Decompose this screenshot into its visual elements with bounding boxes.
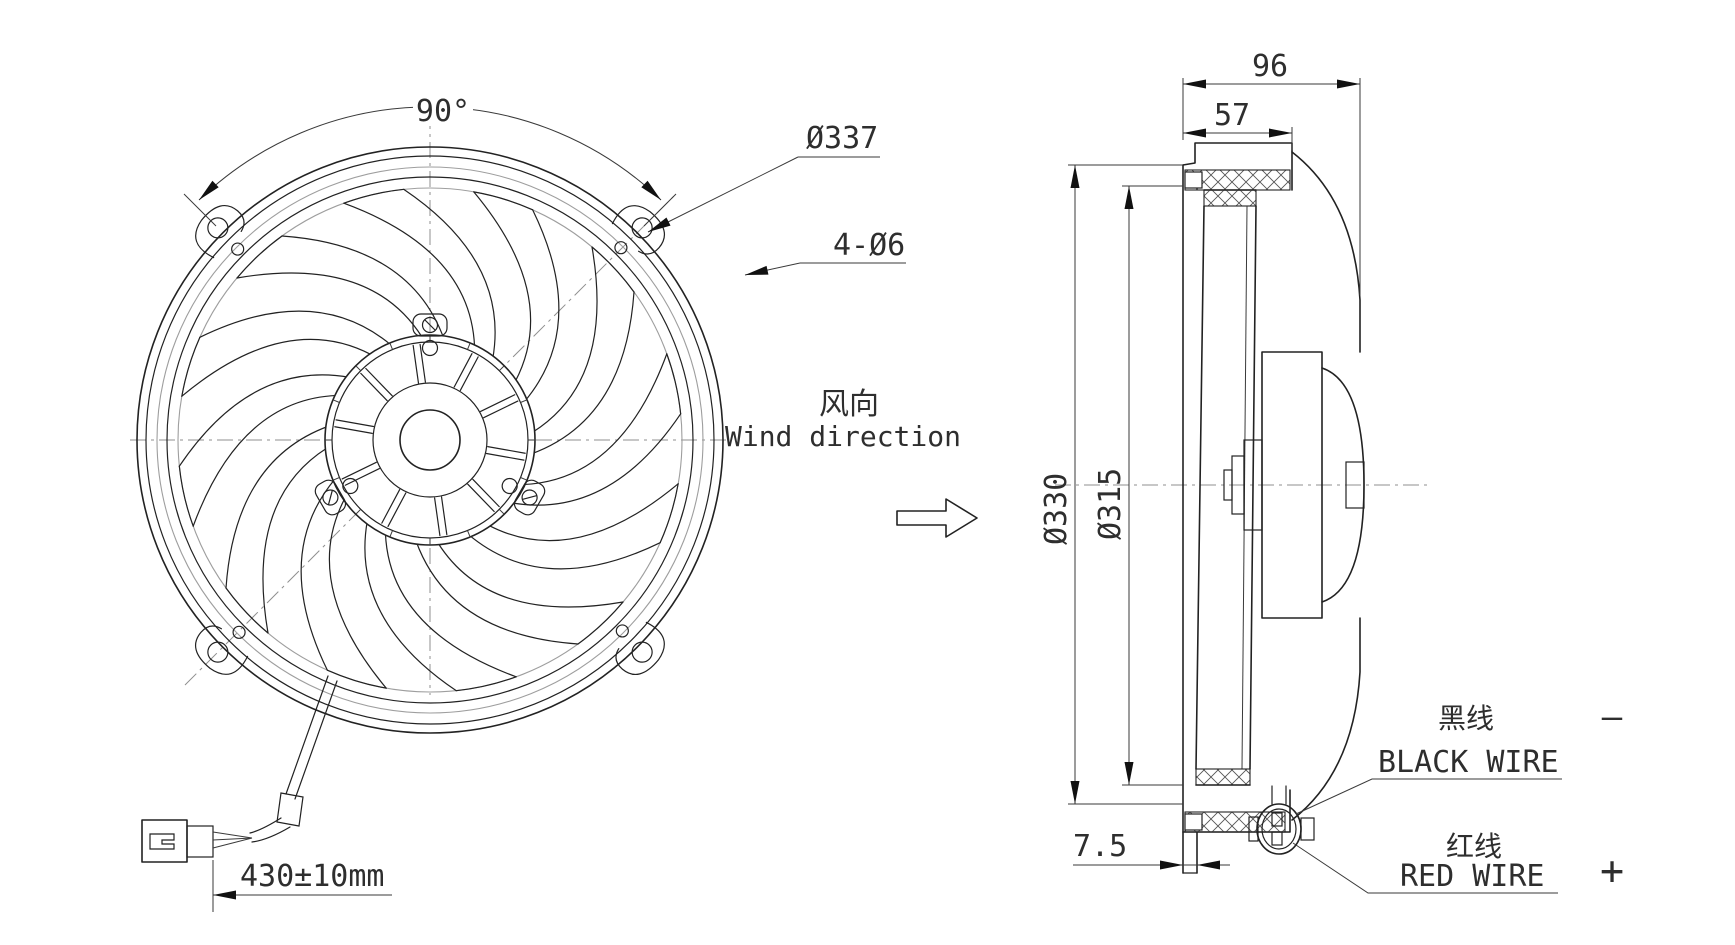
side-motor	[1223, 151, 1365, 821]
hub	[311, 313, 549, 546]
side-blade-section	[1195, 189, 1257, 786]
dim-wire-length: 430±10mm	[212, 859, 392, 912]
wire-labels: 黑线 BLACK WIRE — 红线 RED WIRE +	[1292, 697, 1624, 894]
dim-flange-offset: 7.5	[1073, 829, 1230, 870]
black-wire-label-cn: 黑线	[1438, 702, 1494, 735]
fan-front-view: 90° Ø337 4-Ø6	[130, 92, 906, 912]
dim-shroud-depth: 57	[1183, 98, 1293, 150]
dim-outer-diameter: Ø330	[1039, 164, 1183, 805]
dim-mounting-circle: Ø337	[645, 121, 880, 237]
flange-offset-label: 7.5	[1073, 829, 1127, 864]
mounting-holes-label: 4-Ø6	[833, 228, 905, 263]
dim-mounting-holes: 4-Ø6	[744, 228, 906, 280]
wire-harness: 430±10mm	[141, 675, 392, 912]
dim-total-depth: 96	[1182, 49, 1361, 295]
red-wire-polarity: +	[1600, 848, 1624, 894]
angle-dim-label: 90°	[416, 94, 470, 129]
mounting-circle-label: Ø337	[806, 121, 878, 156]
red-wire-label-en: RED WIRE	[1400, 859, 1545, 894]
outer-diameter-label: Ø330	[1039, 473, 1074, 545]
shroud-rim	[136, 146, 724, 734]
black-wire-label-en: BLACK WIRE	[1378, 745, 1559, 780]
fan-side-view: 96 57 Ø330 Ø315	[1039, 49, 1624, 894]
wind-direction-label-cn: 风向	[819, 387, 879, 422]
wind-direction-arrow	[896, 498, 978, 538]
blade-diameter-label: Ø315	[1093, 468, 1128, 540]
wind-direction-label-en: Wind direction	[725, 420, 961, 453]
connector-plug	[141, 819, 253, 863]
dim-90-degrees: 90°	[183, 92, 677, 227]
wire-length-label: 430±10mm	[240, 859, 385, 894]
black-wire-polarity: —	[1602, 697, 1623, 737]
side-shroud	[1182, 142, 1293, 874]
shroud-depth-label: 57	[1214, 98, 1250, 133]
side-connector	[1248, 785, 1315, 855]
wind-direction-block: 风向 Wind direction	[725, 387, 978, 538]
total-depth-label: 96	[1252, 49, 1288, 84]
dim-blade-diameter: Ø315	[1093, 185, 1183, 786]
red-wire-label-cn: 红线	[1446, 830, 1502, 863]
